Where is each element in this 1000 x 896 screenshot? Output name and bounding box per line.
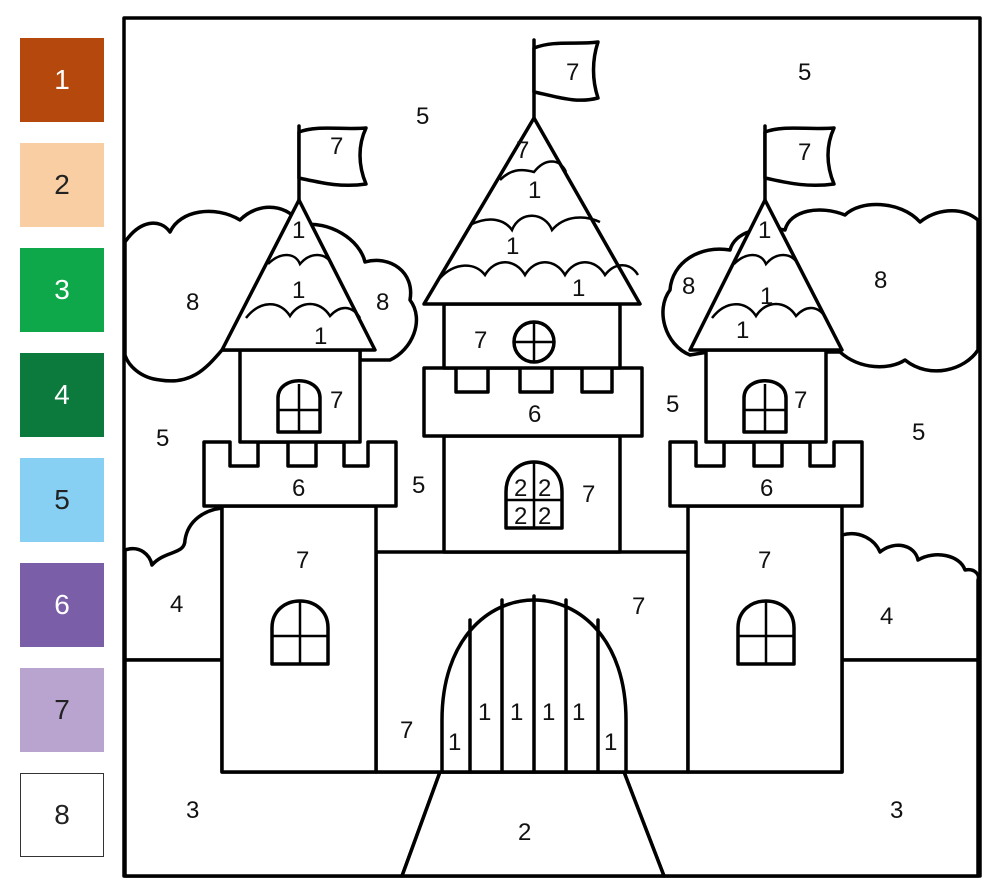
label-wall: 7 — [758, 547, 771, 574]
label-sky: 5 — [798, 59, 811, 86]
label-window-pane: 2 — [538, 475, 551, 502]
left-flag[interactable] — [297, 126, 368, 188]
palette-number: 4 — [54, 379, 70, 410]
label-flag: 7 — [566, 59, 579, 86]
window-left-top[interactable] — [276, 379, 322, 434]
palette-number: 6 — [54, 589, 70, 620]
label-cloud: 8 — [376, 289, 389, 316]
palette-number: 8 — [54, 799, 70, 830]
palette-swatch-6[interactable]: 6 — [20, 563, 104, 647]
label-wall: 7 — [794, 387, 807, 414]
label-window-pane: 2 — [514, 503, 527, 530]
palette-swatch-2[interactable]: 2 — [20, 143, 104, 227]
label-gate: 1 — [542, 699, 555, 726]
label-cloud: 8 — [874, 267, 887, 294]
label-gate: 1 — [572, 699, 585, 726]
palette-number: 7 — [54, 694, 70, 725]
center-roof[interactable] — [422, 116, 642, 306]
label-window-pane: 2 — [538, 503, 551, 530]
palette-number: 3 — [54, 274, 70, 305]
label-battlement: 6 — [292, 475, 305, 502]
right-flag[interactable] — [763, 126, 836, 188]
window-right-top[interactable] — [742, 379, 788, 434]
label-sky: 5 — [412, 472, 425, 499]
palette-number: 2 — [54, 169, 70, 200]
label-flag: 7 — [330, 133, 343, 160]
label-sky: 5 — [912, 419, 925, 446]
path[interactable] — [400, 770, 666, 878]
window-right-base[interactable] — [736, 599, 796, 666]
label-grass: 3 — [890, 797, 903, 824]
label-bush: 4 — [170, 591, 183, 618]
palette-swatch-4[interactable]: 4 — [20, 353, 104, 437]
left-roof[interactable] — [220, 198, 377, 352]
label-roof: 1 — [736, 317, 749, 344]
label-wall: 7 — [330, 387, 343, 414]
label-wall: 7 — [296, 547, 309, 574]
label-sky: 5 — [416, 103, 429, 130]
label-gate: 1 — [510, 699, 523, 726]
right-roof[interactable] — [688, 198, 844, 352]
label-flag: 7 — [798, 139, 811, 166]
label-roof: 1 — [528, 177, 541, 204]
label-bush: 4 — [880, 603, 893, 630]
window-center[interactable] — [504, 460, 564, 530]
label-grass: 3 — [186, 797, 199, 824]
label-roof: 7 — [516, 137, 529, 164]
label-cloud: 8 — [186, 289, 199, 316]
label-path: 2 — [518, 819, 531, 846]
label-gate: 1 — [448, 729, 461, 756]
window-left-base[interactable] — [270, 599, 330, 666]
label-wall: 7 — [474, 327, 487, 354]
bush-left[interactable] — [123, 506, 224, 662]
center-flag[interactable] — [532, 40, 600, 102]
palette-swatch-3[interactable]: 3 — [20, 248, 104, 332]
label-gate: 1 — [604, 729, 617, 756]
palette-swatch-8[interactable]: 8 — [20, 773, 104, 857]
label-sky: 5 — [156, 425, 169, 452]
label-cloud: 8 — [682, 273, 695, 300]
label-roof: 1 — [314, 323, 327, 350]
label-roof: 1 — [506, 233, 519, 260]
palette-swatch-7[interactable]: 7 — [20, 668, 104, 752]
label-window-pane: 2 — [514, 475, 527, 502]
label-wall: 7 — [400, 717, 413, 744]
label-wall: 7 — [632, 593, 645, 620]
label-roof: 1 — [292, 277, 305, 304]
label-gate: 1 — [478, 699, 491, 726]
label-roof: 1 — [572, 275, 585, 302]
label-battlement: 6 — [528, 401, 541, 428]
palette-swatch-1[interactable]: 1 — [20, 38, 104, 122]
label-roof: 1 — [760, 283, 773, 310]
palette-number: 1 — [54, 64, 70, 95]
palette-number: 5 — [54, 484, 70, 515]
label-roof: 1 — [758, 217, 771, 244]
label-wall: 7 — [582, 481, 595, 508]
label-sky: 5 — [666, 391, 679, 418]
label-battlement: 6 — [760, 475, 773, 502]
label-roof: 1 — [292, 217, 305, 244]
bush-right[interactable] — [840, 532, 981, 662]
palette-swatch-5[interactable]: 5 — [20, 458, 104, 542]
